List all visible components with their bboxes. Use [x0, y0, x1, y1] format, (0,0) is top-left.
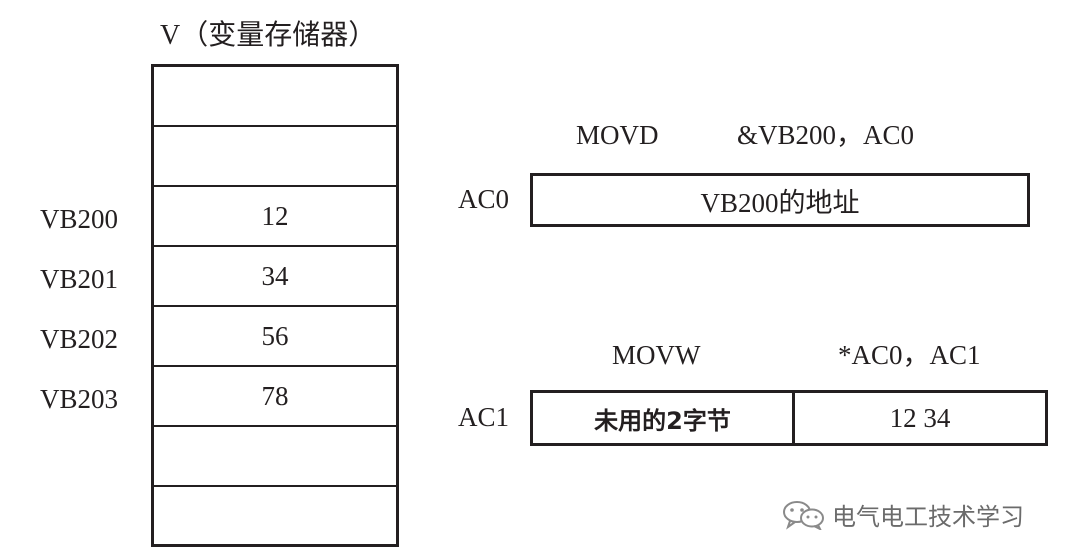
- ac0-content-text: VB200的地址: [700, 187, 860, 218]
- instruction-1-operands: &VB200，AC0: [737, 120, 915, 150]
- ac1-label: AC1: [458, 402, 510, 432]
- memory-cell-vb202: 56: [154, 307, 396, 367]
- memory-cell: [154, 67, 396, 127]
- ac1-register: 未用的2字节 12 34: [530, 390, 1048, 446]
- instruction-2-operands: *AC0，AC1: [838, 340, 981, 370]
- memory-title: V（变量存储器）: [160, 20, 377, 51]
- instruction-2-opcode: MOVW: [612, 340, 701, 370]
- memory-cell: [154, 427, 396, 487]
- memory-cell-vb201: 34: [154, 247, 396, 307]
- watermark: 电气电工技术学习: [782, 497, 1024, 532]
- ac0-content: VB200的地址: [700, 181, 859, 220]
- address-label-vb201: VB201: [40, 264, 119, 294]
- ac0-label: AC0: [458, 184, 510, 214]
- memory-cell: [154, 127, 396, 187]
- memory-cell-vb203: 78: [154, 367, 396, 427]
- address-label-vb203: VB203: [40, 384, 119, 414]
- ac1-high-word: 未用的2字节: [533, 393, 795, 443]
- memory-cell-vb200: 12: [154, 187, 396, 247]
- wechat-icon: [783, 500, 824, 530]
- address-label-vb202: VB202: [40, 324, 119, 354]
- ac0-register: VB200的地址: [530, 173, 1030, 227]
- memory-column: 12 34 56 78: [151, 64, 399, 547]
- watermark-text: 电气电工技术学习: [832, 503, 1024, 531]
- memory-cell: [154, 487, 396, 547]
- address-label-vb200: VB200: [40, 204, 119, 234]
- ac1-low-word: 12 34: [889, 402, 951, 433]
- instruction-1-opcode: MOVD: [576, 120, 659, 150]
